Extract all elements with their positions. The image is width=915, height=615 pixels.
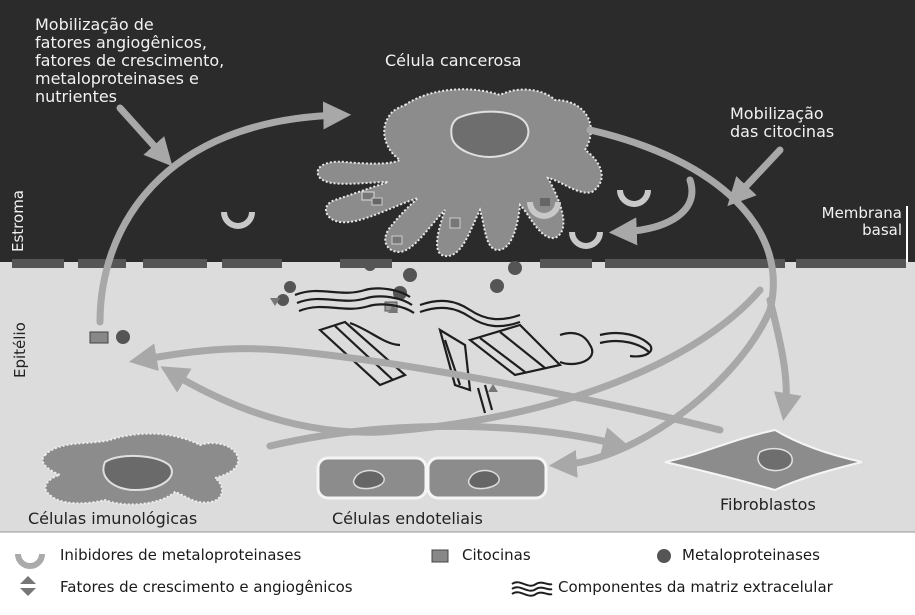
- legend-growth-factors-text: Fatores de crescimento e angiogênicos: [60, 578, 353, 596]
- immune-cells-label: Células imunológicas: [28, 510, 197, 528]
- cancer-cell-label: Célula cancerosa: [385, 52, 521, 70]
- legend-cytokines: Citocinas: [462, 546, 531, 564]
- stroma-label: Estroma: [10, 190, 27, 252]
- legend-region: [0, 532, 915, 611]
- mobilization-factors-label: Mobilização de fatores angiogênicos, fat…: [35, 16, 224, 106]
- basal-membrane-label: Membrana basal: [790, 205, 902, 239]
- cancer-cell-nucleus: [451, 112, 528, 157]
- legend-mmp-inhibitors: Inibidores de metaloproteinases: [60, 546, 301, 564]
- legend-metalloproteinases: Metaloproteinases: [682, 546, 820, 564]
- fibroblasts-label: Fibroblastos: [720, 496, 816, 514]
- cytokine-mobilization-label: Mobilização das citocinas: [730, 105, 834, 141]
- legend-mmp-inhibitors-text: Inibidores de metaloproteinases: [60, 546, 301, 564]
- legend-cytokines-text: Citocinas: [462, 546, 531, 564]
- legend-ecm-components: Componentes da matriz extracelular: [558, 578, 833, 596]
- epithelium-label: Epitélio: [12, 322, 29, 378]
- legend-metalloproteinase-icon: [657, 549, 671, 563]
- legend-cytokine-icon: [432, 550, 448, 562]
- cytokine-marker: [90, 332, 108, 343]
- legend-growth-factors: Fatores de crescimento e angiogênicos: [60, 578, 353, 596]
- legend-metalloproteinases-text: Metaloproteinases: [682, 546, 820, 564]
- legend-ecm-components-text: Componentes da matriz extracelular: [558, 578, 833, 596]
- endothelial-cells: [318, 458, 546, 498]
- endothelial-cells-label: Células endoteliais: [332, 510, 483, 528]
